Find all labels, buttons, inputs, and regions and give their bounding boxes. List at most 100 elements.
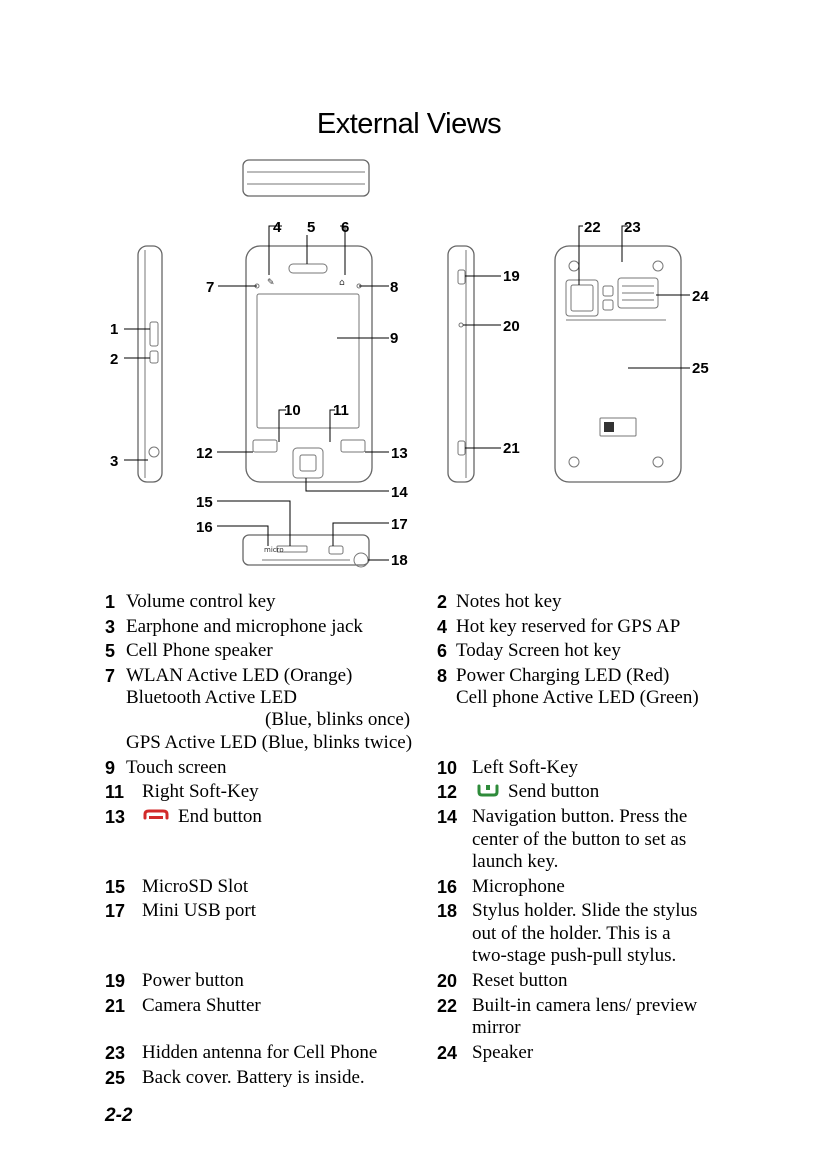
legend-number: 7: [105, 666, 116, 686]
legend-text: WLAN Active LED (Orange): [126, 665, 353, 686]
legend-text: Right Soft-Key: [142, 781, 259, 802]
legend-text: mirror: [472, 1017, 521, 1038]
callout-9: 9: [390, 330, 398, 347]
legend-text: Hot key reserved for GPS AP: [456, 616, 681, 637]
callout-8: 8: [390, 279, 398, 296]
callout-numbers: 1 2 3 4 5 6 7 8 9 10 11 12 13 14 15 16 1…: [110, 219, 709, 569]
legend-number: 20: [437, 971, 458, 991]
legend-text: Microphone: [472, 876, 565, 897]
legend-number: 23: [105, 1043, 126, 1063]
device-front-view: ✎ ⌂: [245, 245, 373, 483]
callout-24: 24: [692, 288, 709, 305]
legend-text: Speaker: [472, 1042, 534, 1063]
external-views-diagram: ✎ ⌂ micro: [110, 159, 709, 569]
legend-text: Bluetooth Active LED: [126, 687, 297, 708]
legend-text: Stylus holder. Slide the stylus: [472, 900, 698, 921]
callout-16: 16: [196, 519, 213, 536]
legend-text-label: End button: [178, 806, 262, 827]
legend-text: Earphone and microphone jack: [126, 616, 363, 637]
page-number: 2-2: [105, 1105, 133, 1126]
legend-text: center of the button to set as: [472, 829, 687, 850]
legend-text: Power button: [142, 970, 244, 991]
callout-17: 17: [391, 516, 408, 533]
legend-text: Cell phone Active LED (Green): [456, 687, 699, 708]
legend-number: 8: [437, 666, 448, 686]
callout-18: 18: [391, 552, 408, 569]
callout-5: 5: [307, 219, 315, 236]
legend-text: Today Screen hot key: [456, 640, 621, 661]
device-left-side-view: [137, 245, 163, 483]
device-bottom-view: micro: [242, 534, 370, 568]
legend-number: 14: [437, 807, 458, 827]
legend-number: 19: [105, 971, 126, 991]
callout-1: 1: [110, 321, 118, 338]
legend-text: End button: [138, 806, 262, 829]
callout-14: 14: [391, 484, 408, 501]
callout-4: 4: [273, 219, 282, 236]
callout-10: 10: [284, 402, 301, 419]
legend-text: Back cover. Battery is inside.: [142, 1067, 365, 1088]
device-top-view: [242, 159, 370, 197]
legend-number: 22: [437, 996, 458, 1016]
legend-number: 3: [105, 617, 116, 637]
legend-number: 15: [105, 877, 126, 897]
page-title: External Views: [316, 108, 502, 140]
callout-11: 11: [333, 402, 349, 419]
callout-2: 2: [110, 351, 118, 368]
legend-number: 4: [437, 617, 448, 637]
legend-text: Power Charging LED (Red): [456, 665, 670, 686]
legend-text: Cell Phone speaker: [126, 640, 273, 661]
callout-12: 12: [196, 445, 213, 462]
legend-text: Built-in camera lens/ preview: [472, 995, 698, 1016]
legend-number: 2: [437, 592, 448, 612]
callout-25: 25: [692, 360, 709, 377]
legend-text: GPS Active LED (Blue, blinks twice): [126, 732, 413, 753]
callout-13: 13: [391, 445, 408, 462]
legend-text-label: Send button: [508, 781, 600, 802]
legend-text: Left Soft-Key: [472, 757, 579, 778]
legend-number: 13: [105, 807, 126, 827]
callout-23: 23: [624, 219, 641, 236]
callout-22: 22: [584, 219, 601, 236]
legend-text: Notes hot key: [456, 591, 562, 612]
legend-text: Send button: [472, 781, 599, 804]
callout-15: 15: [196, 494, 213, 511]
svg-text:✎: ✎: [267, 278, 275, 288]
legend-number: 24: [437, 1043, 458, 1063]
legend-text: Navigation button. Press the: [472, 806, 688, 827]
legend-number: 12: [437, 782, 458, 802]
legend-number: 6: [437, 641, 448, 661]
device-back-view: [554, 245, 682, 483]
svg-text:⌂: ⌂: [339, 278, 345, 288]
legend-text: (Blue, blinks once): [265, 709, 411, 730]
callout-leaders: [124, 225, 690, 561]
callout-21: 21: [503, 440, 520, 457]
legend-number: 16: [437, 877, 458, 897]
legend-text: Touch screen: [126, 757, 227, 778]
legend-text: launch key.: [472, 851, 559, 872]
legend-text: Hidden antenna for Cell Phone: [142, 1042, 378, 1063]
callout-6: 6: [341, 219, 349, 236]
legend-number: 1: [105, 592, 116, 612]
legend-number: 18: [437, 901, 458, 921]
callout-19: 19: [503, 268, 520, 285]
legend-number: 10: [437, 758, 458, 778]
legend-number: 17: [105, 901, 126, 921]
device-right-side-view: [447, 245, 475, 483]
end-icon: [142, 806, 170, 829]
legend-number: 25: [105, 1068, 126, 1088]
send-icon: [476, 781, 500, 804]
legend-text: Reset button: [472, 970, 568, 991]
svg-text:micro: micro: [264, 546, 284, 554]
callout-7: 7: [206, 279, 214, 296]
legend-number: 9: [105, 758, 116, 778]
legend-text: MicroSD Slot: [142, 876, 249, 897]
callout-3: 3: [110, 453, 118, 470]
legend-text: out of the holder. This is a: [472, 923, 671, 944]
legend-text: Volume control key: [126, 591, 276, 612]
callout-20: 20: [503, 318, 520, 335]
legend-number: 11: [105, 782, 125, 802]
legend-text: Camera Shutter: [142, 995, 261, 1016]
legend-number: 21: [105, 996, 126, 1016]
